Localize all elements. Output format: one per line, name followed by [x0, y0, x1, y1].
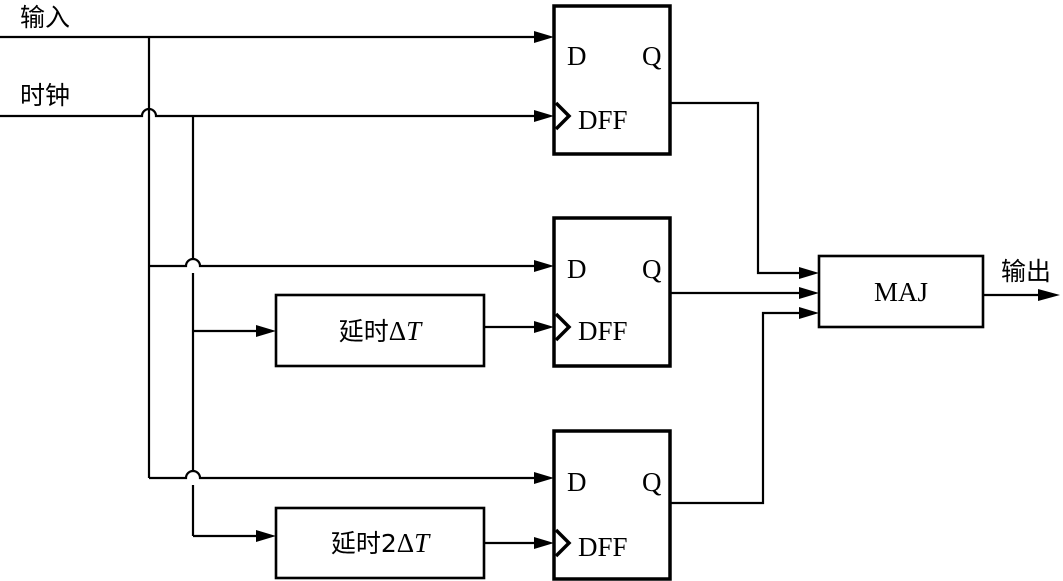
- dff1-type-label: DFF: [578, 105, 628, 135]
- dff2-type-label: DFF: [578, 316, 628, 346]
- clock-label: 时钟: [20, 81, 70, 110]
- arrowhead-maj-in3: [799, 307, 819, 319]
- arrowhead-maj-in2: [799, 287, 819, 299]
- delay2-label: 延时2ΔT: [331, 528, 431, 558]
- arrowhead-delay1-in: [256, 325, 276, 337]
- dff2-d-label: D: [567, 254, 587, 284]
- clock-triangle-icon: [554, 101, 572, 131]
- dff3-block: D Q DFF: [552, 429, 672, 581]
- input-label: 输入: [20, 3, 70, 32]
- clock-wire-to-dff1: [0, 107, 534, 118]
- clock-triangle-icon: [554, 312, 572, 342]
- arrowhead-output: [1038, 289, 1060, 301]
- arrowhead-dff3-d: [534, 472, 554, 484]
- delay1-label: 延时ΔT: [339, 316, 423, 346]
- dff3-q-label: Q: [642, 467, 662, 497]
- dff3-type-label: DFF: [578, 532, 628, 562]
- dff3-q-to-maj: [670, 311, 799, 505]
- arrowhead-delay2-in: [256, 530, 276, 542]
- dff2-block: D Q DFF: [552, 216, 672, 368]
- dff2-q-label: Q: [642, 254, 662, 284]
- dff3-d-label: D: [567, 467, 587, 497]
- delay1-block: 延时ΔT: [274, 293, 486, 368]
- maj-voter-block: MAJ: [817, 254, 985, 329]
- arrowhead-dff2-d: [534, 260, 554, 272]
- maj-label: MAJ: [874, 277, 928, 307]
- delay2-block: 延时2ΔT: [274, 506, 486, 580]
- dff1-d-label: D: [567, 41, 587, 71]
- arrowhead-maj-in1: [799, 267, 819, 279]
- dff1-block: D Q DFF: [552, 4, 672, 156]
- arrowhead-dff2-clk: [534, 321, 554, 333]
- arrowhead-dff1-d: [534, 31, 554, 43]
- clock-triangle-icon: [554, 528, 572, 558]
- input-wire-to-dff2: [149, 257, 534, 268]
- dff1-q-label: Q: [642, 41, 662, 71]
- dff1-q-to-maj: [670, 101, 799, 275]
- arrowhead-dff3-clk: [534, 537, 554, 549]
- arrowhead-dff1-clk: [534, 110, 554, 122]
- output-label: 输出: [1001, 257, 1051, 286]
- input-wire-to-dff3: [149, 469, 534, 480]
